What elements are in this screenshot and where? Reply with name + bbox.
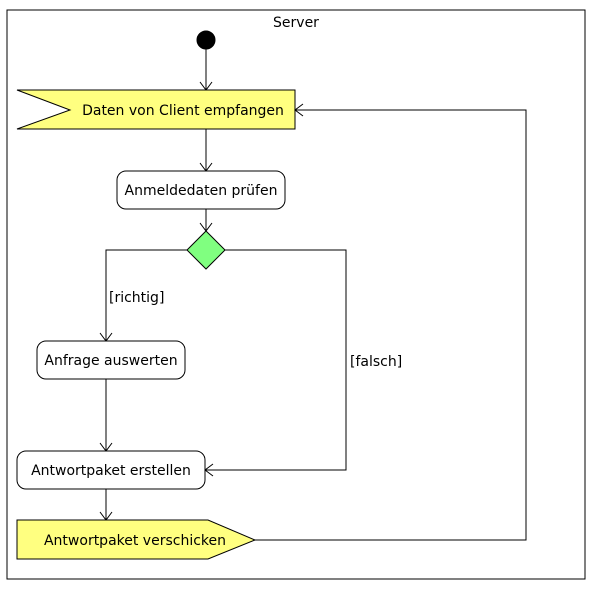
evaluate-request-label: Anfrage auswerten: [44, 353, 177, 369]
edge-send-to-receive-loop: [255, 109, 527, 541]
check-credentials-label: Anmeldedaten prüfen: [125, 183, 278, 199]
send-signal-node: [16, 519, 257, 560]
check-credentials-action: [116, 170, 286, 210]
edge-decision-to-evaluate: [105, 249, 187, 341]
create-response-action: [16, 450, 206, 490]
send-signal-label: Antwortpaket verschicken: [44, 533, 226, 549]
create-response-label: Antwortpaket erstellen: [31, 463, 191, 479]
guard-wrong-label: [falsch]: [350, 354, 402, 370]
receive-signal-node: [16, 89, 296, 130]
initial-node: [196, 30, 216, 50]
partition-label: Server: [273, 15, 319, 31]
receive-signal-label: Daten von Client empfangen: [82, 103, 284, 119]
guard-correct-label: [richtig]: [109, 290, 164, 306]
evaluate-request-action: [36, 340, 186, 380]
edge-decision-to-create: [205, 249, 347, 471]
arrowhead-loop-receive: [294, 103, 304, 117]
decision-node: [186, 230, 226, 270]
